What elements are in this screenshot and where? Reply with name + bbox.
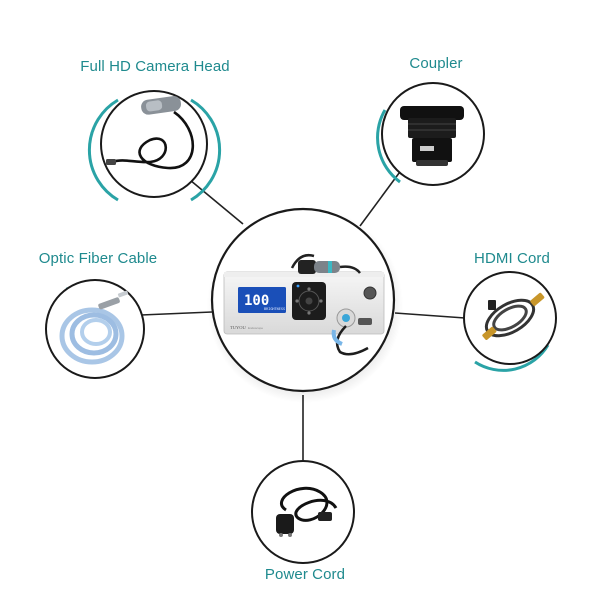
model-text: Endoscope (248, 326, 263, 330)
accessory-coupler[interactable] (376, 82, 485, 186)
accessory-circle (463, 271, 557, 365)
power-cord-icon (276, 486, 338, 537)
camera-head-icon (106, 96, 195, 170)
connector-camera-head (189, 179, 244, 225)
accessory-camera-head[interactable] (87, 90, 222, 202)
attached-coupler (298, 260, 316, 274)
attached-camera-head (314, 261, 340, 273)
center-device-circle[interactable]: 100 BRIGHTNESS TUYOU Endoscope (207, 207, 403, 403)
accent-arc (87, 98, 119, 202)
accessory-circle (251, 460, 355, 564)
hdmi-cord-icon (482, 292, 545, 340)
lcd-subtext: BRIGHTNESS (264, 307, 285, 311)
connector-lines (140, 164, 466, 460)
label-optic-fiber: Optic Fiber Cable (38, 250, 158, 267)
brand-text: TUYOU (230, 325, 246, 330)
coupler-icon (400, 106, 464, 166)
accessory-hdmi[interactable] (463, 271, 557, 372)
label-hdmi: HDMI Cord (474, 250, 550, 267)
accent-arc (190, 98, 222, 202)
connector-optic-fiber (140, 311, 213, 316)
accessory-power[interactable] (251, 460, 355, 564)
lcd-display (238, 287, 286, 313)
label-camera-head: Full HD Camera Head (80, 58, 230, 75)
fiber-cable-icon (59, 290, 129, 365)
accent-arc (474, 344, 550, 372)
label-coupler: Coupler (409, 55, 463, 72)
connector-hdmi (394, 312, 466, 319)
accent-arc (376, 109, 401, 184)
label-power: Power Cord (264, 566, 346, 583)
connector-coupler (359, 164, 406, 227)
accessory-optic-fiber[interactable] (45, 279, 145, 379)
power-knob (363, 286, 377, 300)
lcd-value: 100 (244, 293, 269, 309)
